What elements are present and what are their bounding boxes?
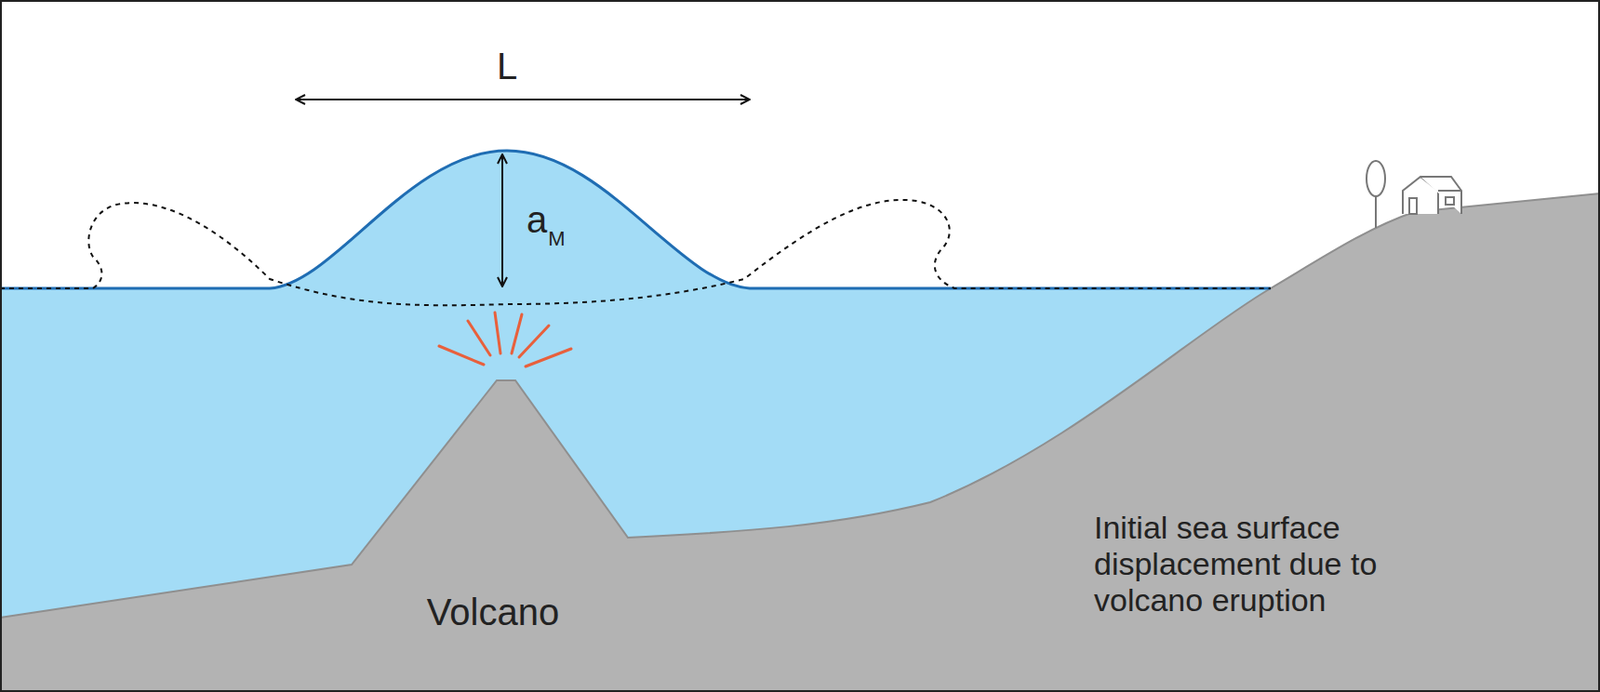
volcano-label: Volcano [426,590,560,634]
amplitude-label: a [526,198,547,241]
house-icon [1402,176,1462,214]
wavelength-arrow [295,98,750,101]
caption-note: Initial sea surface displacement due to … [1093,509,1439,619]
amplitude-subscript: M [547,226,565,251]
amplitude-arrow [501,154,504,287]
propagating-wave-outline [0,200,1271,306]
sea-floor-ground [0,193,1600,692]
sea-hump [0,150,1275,317]
eruption-burst [439,312,572,367]
wavelength-label: L [496,44,518,88]
tree-icon [1366,160,1386,228]
